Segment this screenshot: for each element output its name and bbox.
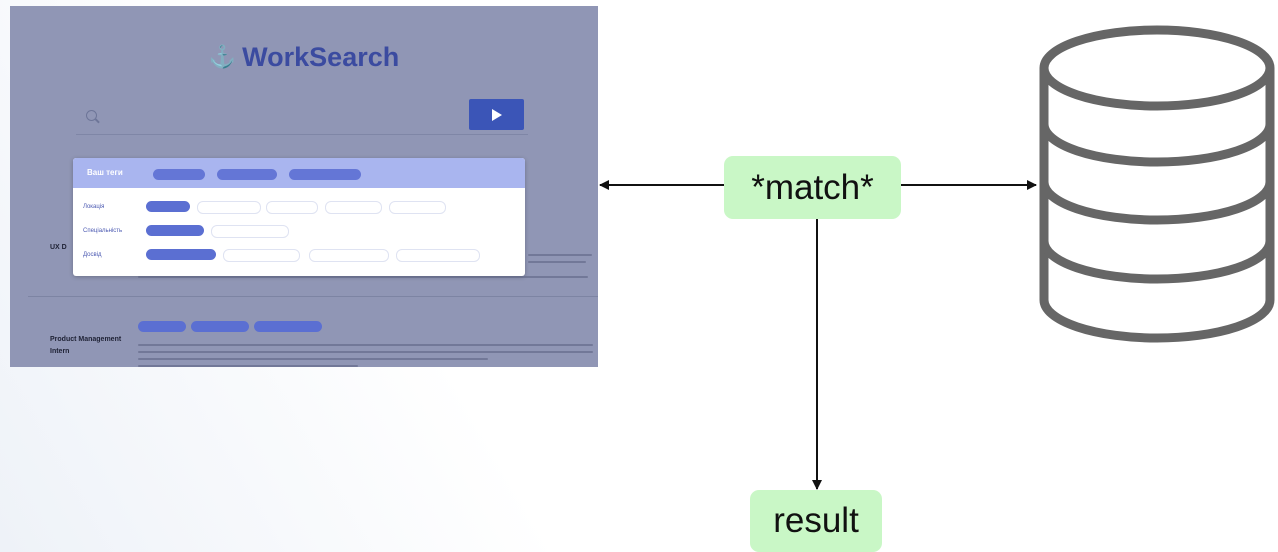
result-divider — [28, 296, 598, 297]
filter-chip[interactable] — [146, 249, 216, 260]
filter-chip[interactable] — [396, 249, 480, 262]
filter-row-label: Досвід — [83, 252, 102, 258]
result-tag-chip — [254, 321, 322, 332]
filter-chip[interactable] — [309, 249, 389, 262]
app-screenshot: ⚓WorkSearch Ваш теги Локація Спеціальніс… — [10, 6, 598, 367]
description-line — [138, 358, 488, 360]
result-title: UX D — [50, 244, 67, 251]
filter-panel: Ваш теги Локація Спеціальність Досвід — [73, 158, 525, 276]
filter-panel-title: Ваш теги — [87, 168, 123, 177]
description-line — [528, 261, 586, 263]
filter-chip[interactable] — [197, 201, 261, 214]
description-line — [138, 276, 588, 278]
search-icon — [86, 110, 97, 121]
description-line — [138, 351, 593, 353]
result-title: Product Management Intern — [50, 336, 122, 355]
search-input[interactable] — [106, 104, 470, 130]
selected-tag-chip[interactable] — [289, 169, 361, 180]
selected-tag-chip[interactable] — [217, 169, 277, 180]
filter-chip[interactable] — [325, 201, 382, 214]
pin-icon: ⚓ — [208, 44, 237, 69]
match-node: *match* — [724, 156, 901, 219]
filter-chip[interactable] — [266, 201, 318, 214]
filter-chip[interactable] — [146, 201, 190, 212]
filter-row-label: Спеціальність — [83, 228, 123, 234]
filter-chip[interactable] — [146, 225, 204, 236]
filter-row-label: Локація — [83, 204, 105, 210]
result-tag-chip — [138, 321, 186, 332]
app-logo: ⚓WorkSearch — [10, 42, 598, 73]
description-line — [528, 254, 592, 256]
result-node: result — [750, 490, 882, 552]
filter-chip[interactable] — [211, 225, 289, 238]
search-button[interactable] — [469, 99, 524, 130]
description-line — [138, 344, 593, 346]
selected-tag-chip[interactable] — [153, 169, 205, 180]
filter-chip[interactable] — [389, 201, 446, 214]
result-tag-chip — [191, 321, 249, 332]
database-icon — [1039, 25, 1275, 343]
app-name: WorkSearch — [242, 42, 400, 72]
description-line — [138, 365, 358, 367]
search-bar — [76, 100, 528, 135]
filter-chip[interactable] — [223, 249, 300, 262]
filter-panel-header: Ваш теги — [73, 158, 525, 188]
